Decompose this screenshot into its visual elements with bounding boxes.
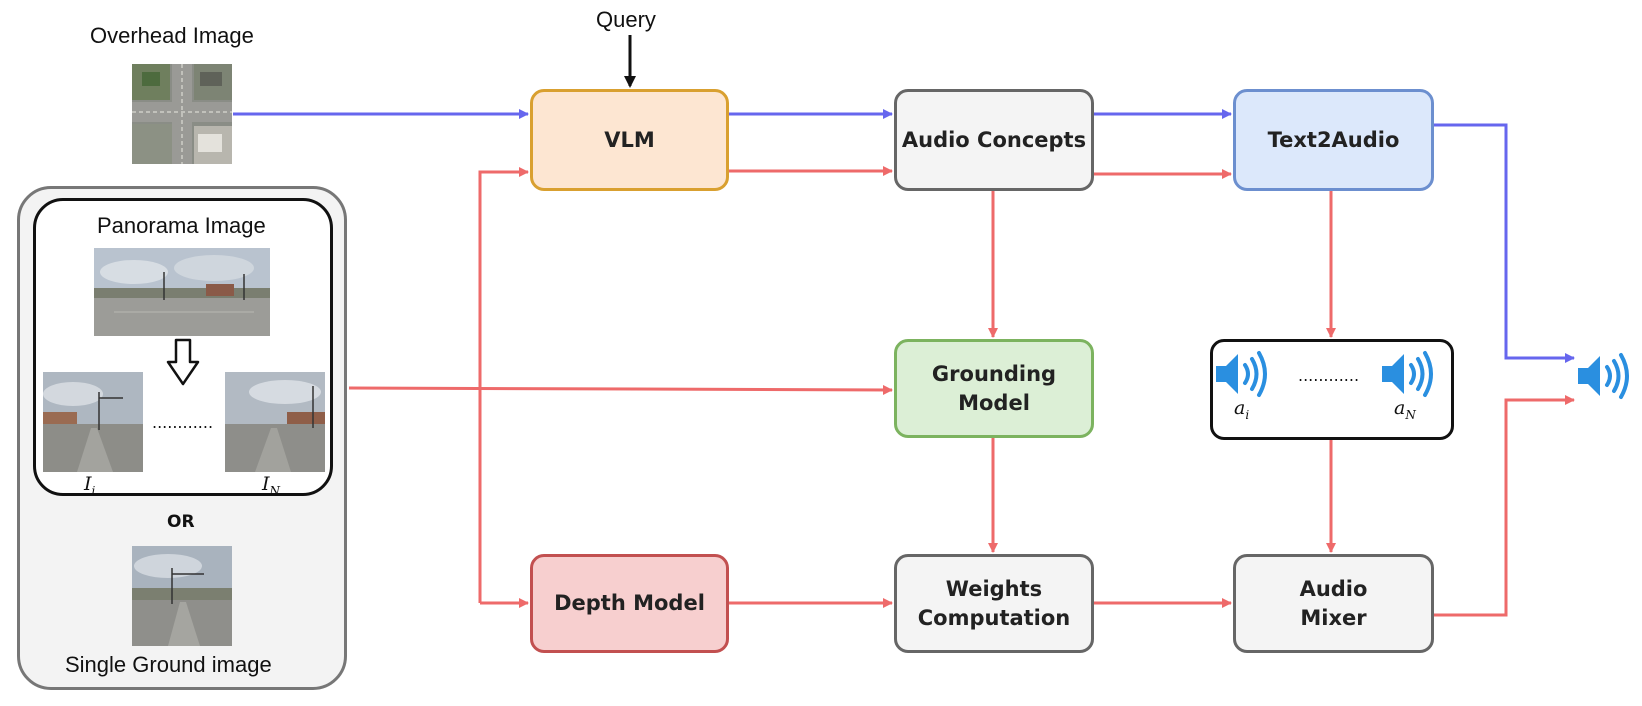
- weights-label-line1: Weights: [945, 576, 1043, 601]
- view-image-first: [43, 372, 143, 472]
- text2audio-label: Text2Audio: [1267, 127, 1400, 152]
- vlm-node: VLM: [530, 89, 729, 191]
- depth-model-node: Depth Model: [530, 554, 729, 653]
- mixer-to-output-red-arrow: [1434, 395, 1575, 617]
- speaker-icon: [1216, 351, 1267, 397]
- single-ground-image: [132, 546, 232, 646]
- ground-to-vlm-arrow: [478, 167, 529, 603]
- t2a-to-output-blue-arrow: [1434, 123, 1575, 363]
- overhead-image: [132, 64, 232, 164]
- audio-concepts-label: Audio Concepts: [901, 127, 1087, 152]
- audio-last-label: aN: [1394, 397, 1416, 422]
- depth-model-label: Depth Model: [554, 591, 705, 615]
- audio-clips-box: [1210, 339, 1454, 440]
- view-last-label: IN: [262, 473, 281, 498]
- text2audio-node: Text2Audio: [1233, 89, 1434, 191]
- mixer-label-line2: Mixer: [1300, 605, 1367, 630]
- ground-to-grounding-arrow: [348, 384, 893, 395]
- grounding-label-line1: Grounding: [931, 361, 1057, 386]
- grounding-model-node: Grounding Model: [894, 339, 1094, 438]
- view-first-label: Ii: [84, 473, 96, 498]
- weights-computation-node: Weights Computation: [894, 554, 1094, 653]
- grounding-label-line2: Model: [958, 390, 1030, 415]
- output-speaker-icon: [1578, 353, 1629, 399]
- overhead-image-label: Overhead Image: [90, 23, 254, 48]
- audio-concepts-node: Audio Concepts: [894, 89, 1094, 191]
- query-label: Query: [596, 7, 656, 32]
- panorama-image: [94, 248, 270, 336]
- view-image-last: [225, 372, 325, 472]
- audio-mixer-node: Audio Mixer: [1233, 554, 1434, 653]
- views-ellipsis: ............: [152, 413, 214, 432]
- single-ground-label: Single Ground image: [65, 652, 272, 677]
- or-label: OR: [167, 512, 195, 532]
- speaker-icon: [1382, 351, 1433, 397]
- mixer-label-line1: Audio: [1299, 576, 1368, 601]
- weights-label-line2: Computation: [917, 605, 1071, 630]
- audio-first-label: ai: [1234, 397, 1250, 422]
- audio-clips-ellipsis: ............: [1298, 366, 1360, 385]
- down-arrow-icon: [166, 338, 200, 386]
- vlm-label: VLM: [604, 127, 655, 152]
- panorama-image-label: Panorama Image: [97, 213, 266, 238]
